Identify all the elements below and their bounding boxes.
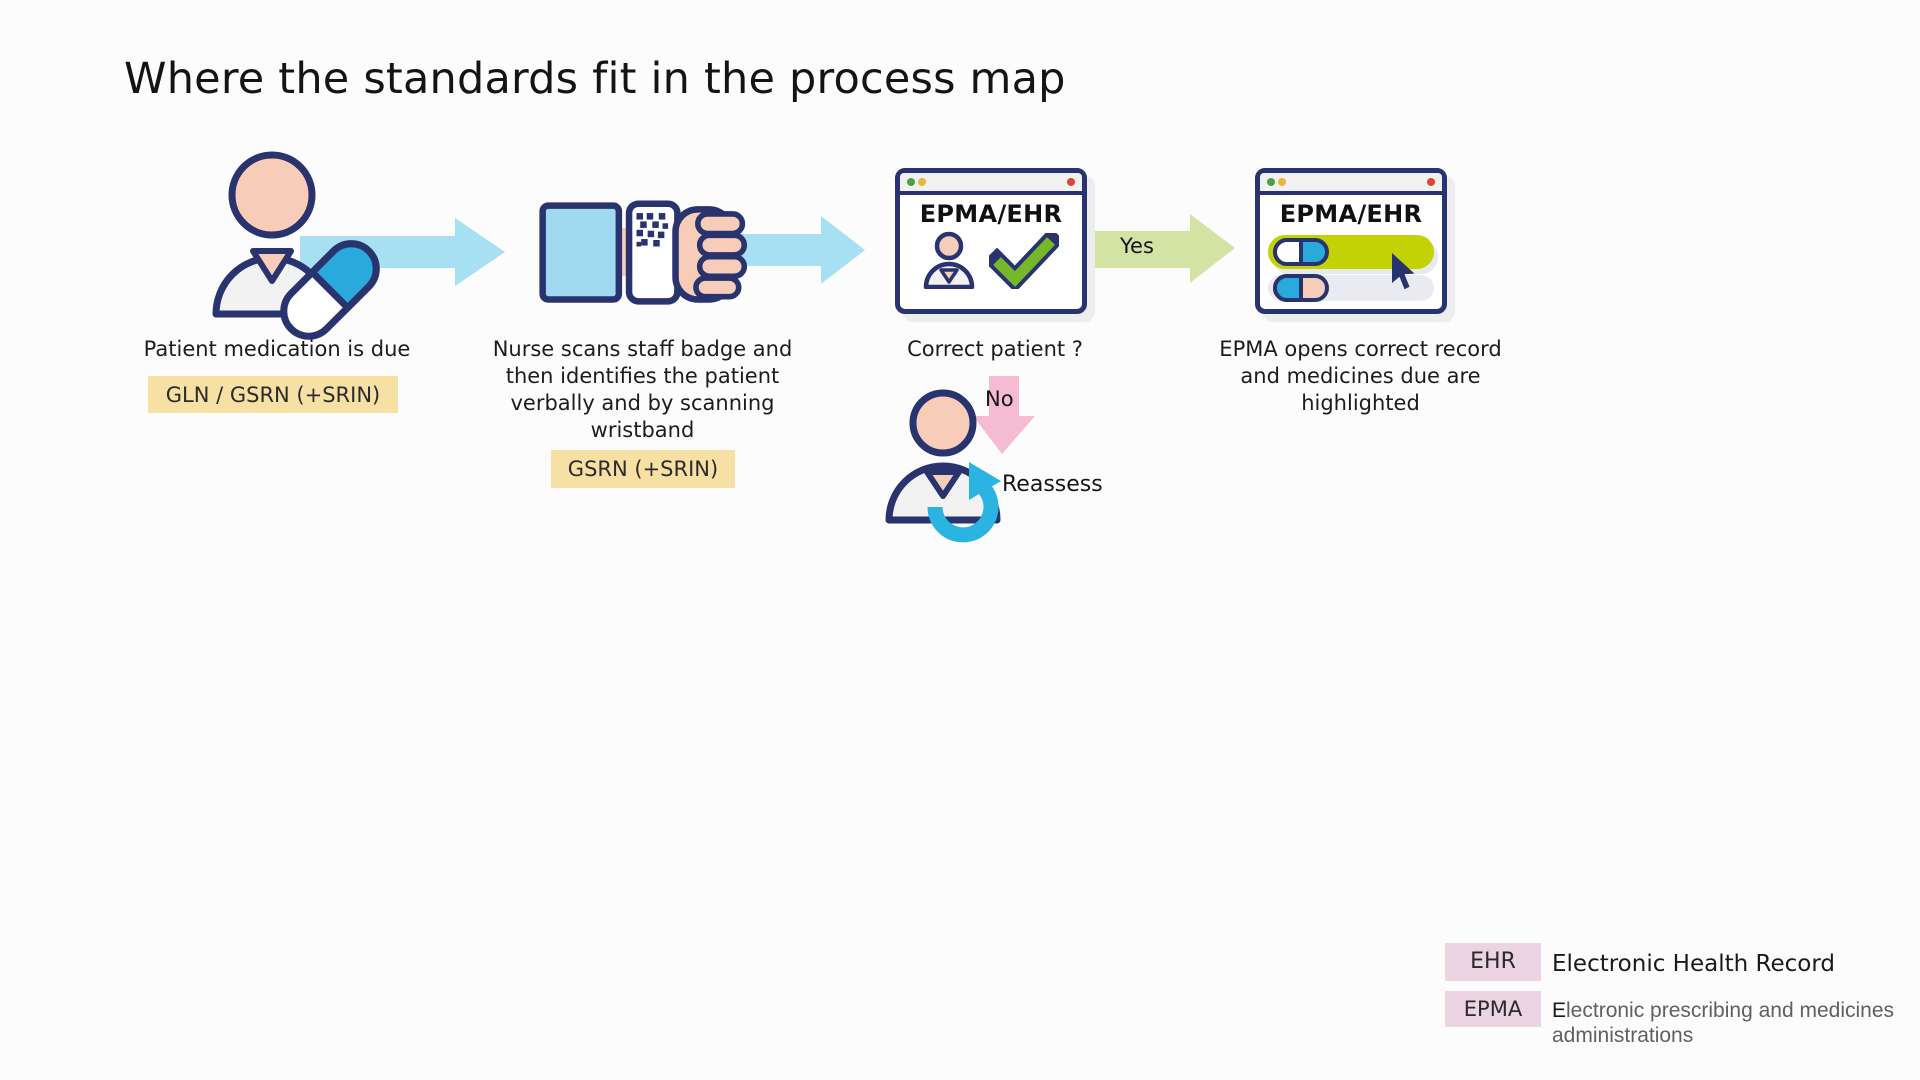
step4-caption: EPMA opens correct record and medicines … — [1219, 337, 1502, 415]
window-title: EPMA/EHR — [919, 200, 1063, 228]
legend-definition-ehr: Electronic Health Record — [1552, 951, 1835, 977]
step1-standard-badge: GLN / GSRN (+SRIN) — [148, 376, 398, 413]
cursor-arrow-icon — [1392, 253, 1415, 290]
flow-arrow-right-2 — [713, 216, 865, 284]
window-title: EPMA/EHR — [1279, 200, 1423, 228]
wristband-scan-icon — [539, 200, 748, 305]
window-titlebar — [1260, 173, 1442, 195]
epma-ehr-window-verify: EPMA/EHR — [895, 168, 1087, 314]
no-label: No — [985, 387, 1014, 411]
legend-definition-epma: Electronic prescribing and medicines adm… — [1552, 999, 1895, 1047]
yes-label: Yes — [1120, 234, 1154, 258]
window-dot-green-icon — [907, 178, 915, 186]
page-title: Where the standards fit in the process m… — [124, 54, 1066, 104]
wristband-barcode-icon — [636, 213, 669, 247]
yes-arrow — [1087, 214, 1235, 283]
legend-badge-epma: EPMA — [1445, 991, 1541, 1027]
no-arrow — [973, 376, 1035, 454]
refresh-arrow-icon — [927, 462, 1001, 543]
flow-arrow-right-1 — [300, 218, 505, 286]
capsule-white-cyan-icon — [1273, 238, 1329, 266]
step2-standard-badge: GSRN (+SRIN) — [551, 450, 735, 488]
epma-ehr-window-record: EPMA/EHR — [1255, 168, 1447, 314]
step1-caption: Patient medication is due — [143, 337, 411, 361]
patient-medication-icon — [212, 151, 380, 340]
window-dot-green-icon — [1267, 178, 1275, 186]
window-dot-yellow-icon — [1278, 178, 1286, 186]
reassess-label: Reassess — [1002, 472, 1103, 497]
window-titlebar — [900, 173, 1082, 195]
window-dot-red-icon — [1067, 178, 1075, 186]
window-dot-yellow-icon — [918, 178, 926, 186]
highlighted-medicine-row — [1268, 235, 1434, 269]
fist-fingers-icon — [693, 211, 748, 300]
medicine-row — [1268, 274, 1434, 302]
mini-patient-icon — [923, 231, 975, 289]
capsule-cyan-peach-icon — [1273, 274, 1329, 302]
reassess-patient-icon — [885, 389, 1001, 543]
step3-caption: Correct patient ? — [907, 337, 1083, 361]
window-dot-red-icon — [1427, 178, 1435, 186]
legend-badge-ehr: EHR — [1445, 943, 1541, 981]
pill-capsule-icon — [280, 240, 380, 340]
step2-caption: Nurse scans staff badge and then identif… — [492, 337, 793, 442]
green-checkmark-icon — [989, 233, 1059, 289]
